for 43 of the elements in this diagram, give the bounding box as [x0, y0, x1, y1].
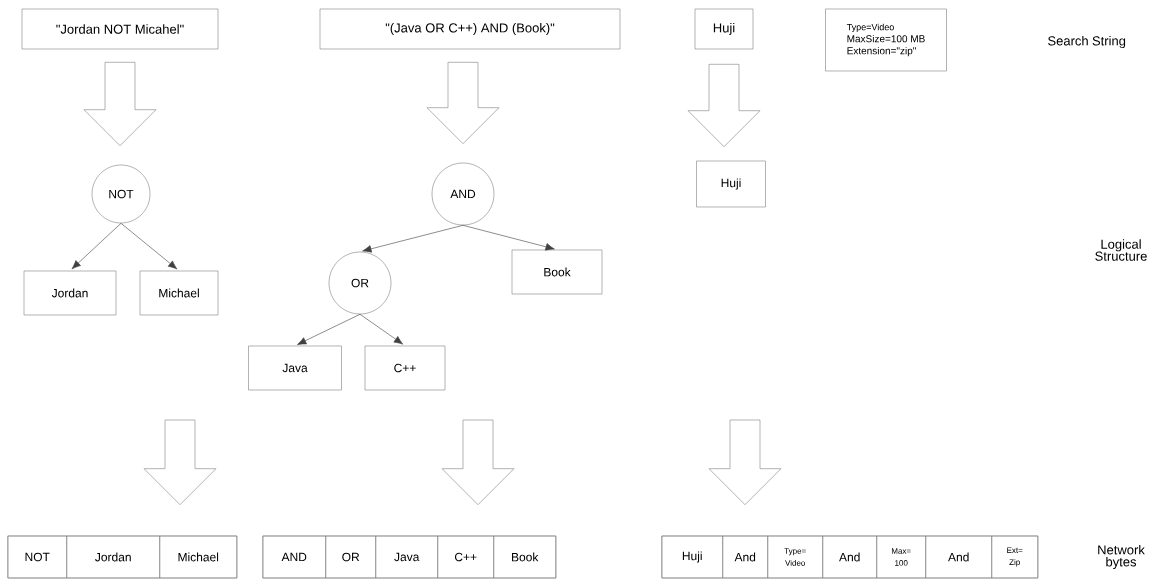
text-box: Java — [248, 345, 342, 391]
block-arrow — [426, 62, 500, 144]
text-box: Type=Video MaxSize=100 MB Extension="zip" — [825, 8, 947, 72]
text-box: "(Java OR C++) AND (Book)" — [319, 8, 621, 50]
text-box: "Jordan NOT Micahel" — [21, 8, 219, 50]
text-box: Book — [511, 249, 603, 295]
byte-cell: C++ — [437, 535, 494, 579]
text-box: Michael — [139, 270, 219, 316]
arrow — [297, 314, 361, 345]
block-arrow — [441, 419, 515, 505]
block-arrow — [83, 62, 157, 146]
byte-cell: Michael — [159, 535, 237, 579]
arrow — [462, 225, 555, 251]
byte-cell: Huji — [661, 535, 723, 579]
byte-cell: Ext= Zip — [991, 535, 1038, 579]
text-box: C++ — [364, 345, 446, 391]
text-box: Huji — [696, 160, 766, 208]
arrow — [362, 225, 464, 253]
byte-row — [661, 535, 1039, 579]
byte-cell: And — [925, 535, 992, 579]
block-arrow — [143, 419, 217, 505]
byte-cell: Java — [375, 535, 438, 579]
byte-row — [7, 535, 238, 579]
byte-cell: OR — [325, 535, 376, 579]
text-box: Huji — [694, 8, 754, 50]
section-label: Logical Structure — [1095, 239, 1147, 261]
text-box: Jordan — [23, 270, 117, 316]
byte-cell: And — [722, 535, 768, 579]
arrow — [120, 223, 178, 270]
byte-row — [262, 535, 557, 579]
byte-cell: Jordan — [66, 535, 160, 579]
section-label: Search String — [1048, 35, 1126, 49]
byte-cell: AND — [262, 535, 326, 579]
block-arrow — [687, 64, 761, 147]
arrow — [359, 314, 404, 345]
block-arrow — [708, 419, 782, 505]
section-label: Network bytes — [1098, 544, 1145, 570]
byte-cell: Book — [493, 535, 556, 579]
byte-cell: Max= 100 — [876, 535, 926, 579]
byte-cell: Type= Video — [767, 535, 823, 579]
byte-cell: NOT — [7, 535, 67, 579]
byte-cell: And — [822, 535, 877, 579]
arrow — [71, 223, 122, 270]
